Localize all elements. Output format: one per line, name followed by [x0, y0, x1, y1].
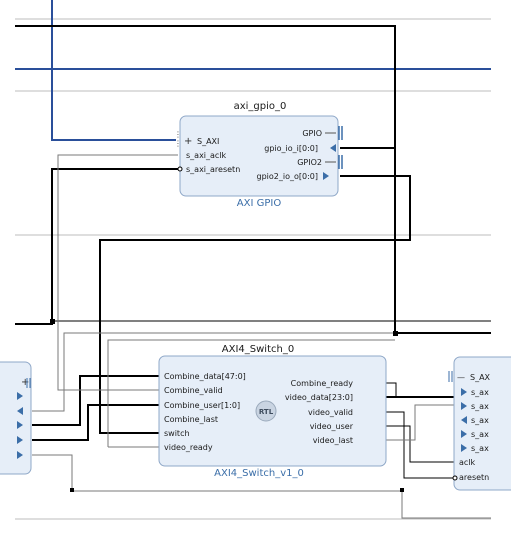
wire-junction: [393, 331, 398, 336]
bus-bars-icon: [448, 371, 453, 382]
switch-port-combine-data[interactable]: Combine_data[47:0]: [164, 372, 246, 381]
gpio-port-gpio2[interactable]: GPIO2: [297, 158, 322, 167]
switch-port-video-valid[interactable]: video_valid: [308, 408, 353, 417]
input-arrow-icon: [461, 388, 467, 396]
expand-plus-icon[interactable]: +: [21, 377, 29, 388]
gpio-port-gpio[interactable]: GPIO: [302, 129, 322, 138]
gpio-port-s-axi[interactable]: S_AXI: [197, 137, 219, 146]
switch-port-switch[interactable]: switch: [164, 429, 190, 438]
aclk-wire[interactable]: [57, 154, 178, 391]
output-arrow-icon: [461, 416, 467, 424]
gpio-block-body[interactable]: [179, 115, 339, 197]
right-port-s-axis-sub[interactable]: s_ax: [471, 416, 489, 425]
axi-gpio-block[interactable]: axi_gpio_0 AXI GPIO ⋮ ⋮ + S_AXI s_axi_ac…: [174, 101, 343, 209]
right-port-s-axis-sub[interactable]: s_ax: [471, 388, 489, 397]
output-arrow-icon: [17, 392, 23, 400]
input-arrow-icon: [461, 444, 467, 452]
right-port-s-axis-sub[interactable]: s_ax: [471, 402, 489, 411]
rtl-badge-label: RTL: [259, 408, 274, 416]
right-port-s-axis-sub[interactable]: s_ax: [471, 444, 489, 453]
ready-net-wire[interactable]: [107, 339, 395, 447]
switch-port-combine-ready[interactable]: Combine_ready: [291, 379, 354, 388]
gpio-port-s-axi-aresetn[interactable]: s_axi_aresetn: [186, 165, 240, 174]
s-axi-bus-wire[interactable]: [51, 0, 176, 141]
input-arrow-icon: [461, 402, 467, 410]
bus-bars-icon: [338, 155, 343, 169]
wire-junction: [400, 488, 404, 492]
output-arrow-icon: [17, 436, 23, 444]
video-valid-wire[interactable]: [386, 411, 455, 479]
switch-port-combine-user[interactable]: Combine_user[1:0]: [164, 401, 240, 410]
right-port-aresetn[interactable]: aresetn: [459, 473, 489, 482]
right-port-aclk[interactable]: aclk: [459, 458, 476, 467]
combine-data-wire[interactable]: [32, 375, 159, 426]
bus-interface-dots-icon: ⋮: [174, 139, 182, 148]
aresetn-wire[interactable]: [15, 168, 178, 325]
expand-plus-icon[interactable]: +: [184, 136, 192, 147]
gpio-ip-title: AXI GPIO: [237, 198, 282, 209]
right-port-s-axis-sub[interactable]: s_ax: [471, 430, 489, 439]
input-arrow-icon: [461, 430, 467, 438]
gpio-port-gpio-io-i[interactable]: gpio_io_i[0:0]: [264, 144, 318, 153]
bus-bars-icon: [26, 378, 31, 388]
output-arrow-icon: [17, 451, 23, 459]
collapse-minus-icon[interactable]: —: [457, 373, 465, 382]
gpio2-io-o-wire[interactable]: [99, 175, 411, 434]
right-partial-block[interactable]: — S_AX s_ax s_ax s_ax s_ax s_ax aclk are…: [448, 356, 511, 491]
left-block-body[interactable]: [0, 361, 32, 475]
bus-interface-dots-icon: ⋮: [174, 130, 182, 139]
axi4-switch-block[interactable]: AXI4_Switch_0 AXI4_Switch_v1_0 RTL Combi…: [158, 344, 387, 479]
left-partial-block[interactable]: +: [0, 361, 32, 475]
gpio-port-s-axi-aclk[interactable]: s_axi_aclk: [186, 151, 227, 160]
switch-ip-title: AXI4_Switch_v1_0: [214, 468, 304, 479]
output-arrow-icon: [17, 421, 23, 429]
output-arrow-icon: [323, 172, 329, 180]
switch-port-video-last[interactable]: video_last: [313, 436, 353, 445]
combine-user-wire[interactable]: [32, 404, 159, 441]
switch-port-combine-last[interactable]: Combine_last: [164, 415, 218, 424]
wire-junction: [70, 488, 74, 492]
port-pin-icon: [452, 475, 458, 481]
rtl-badge-icon: RTL: [255, 400, 277, 422]
combine-ready-wire[interactable]: [386, 382, 397, 397]
gpio-port-gpio2-io-o[interactable]: gpio2_io_o[0:0]: [257, 172, 319, 181]
port-pin-icon: [177, 166, 183, 172]
input-arrow-icon: [330, 144, 336, 152]
switch-port-video-user[interactable]: video_user: [310, 422, 354, 431]
switch-port-video-data[interactable]: video_data[23:0]: [285, 393, 353, 402]
switch-port-combine-valid[interactable]: Combine_valid: [164, 386, 223, 395]
clock-net-wire[interactable]: [32, 454, 491, 519]
wire-junction: [50, 319, 55, 324]
right-block-body[interactable]: [453, 356, 511, 491]
video-last-wire[interactable]: [386, 404, 455, 441]
valid-net-wire[interactable]: [32, 332, 395, 412]
wire-net[interactable]: [15, 25, 491, 334]
right-port-s-axis[interactable]: S_AX: [470, 373, 491, 382]
video-user-wire[interactable]: [386, 425, 455, 463]
bus-bars-icon: [338, 126, 343, 140]
input-arrow-icon: [17, 407, 23, 415]
switch-port-video-ready[interactable]: video_ready: [164, 443, 213, 452]
switch-instance-name: AXI4_Switch_0: [222, 344, 294, 355]
gpio-instance-name: axi_gpio_0: [234, 101, 287, 112]
